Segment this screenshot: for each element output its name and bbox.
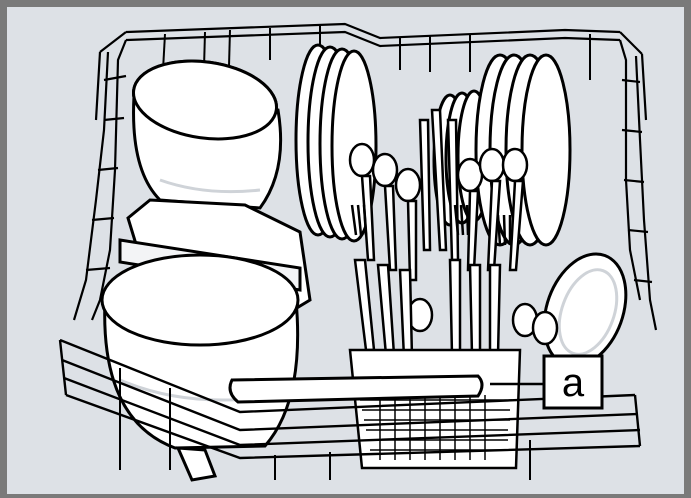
- spoon-head: [503, 149, 527, 181]
- basket-handle: [230, 376, 482, 402]
- spoon-head: [373, 154, 397, 186]
- callout-label: a: [562, 361, 585, 405]
- spoon-head: [533, 312, 557, 344]
- spoon-head: [458, 159, 482, 191]
- spoon-head: [396, 169, 420, 201]
- spoon-head: [480, 149, 504, 181]
- spoon-head: [350, 144, 374, 176]
